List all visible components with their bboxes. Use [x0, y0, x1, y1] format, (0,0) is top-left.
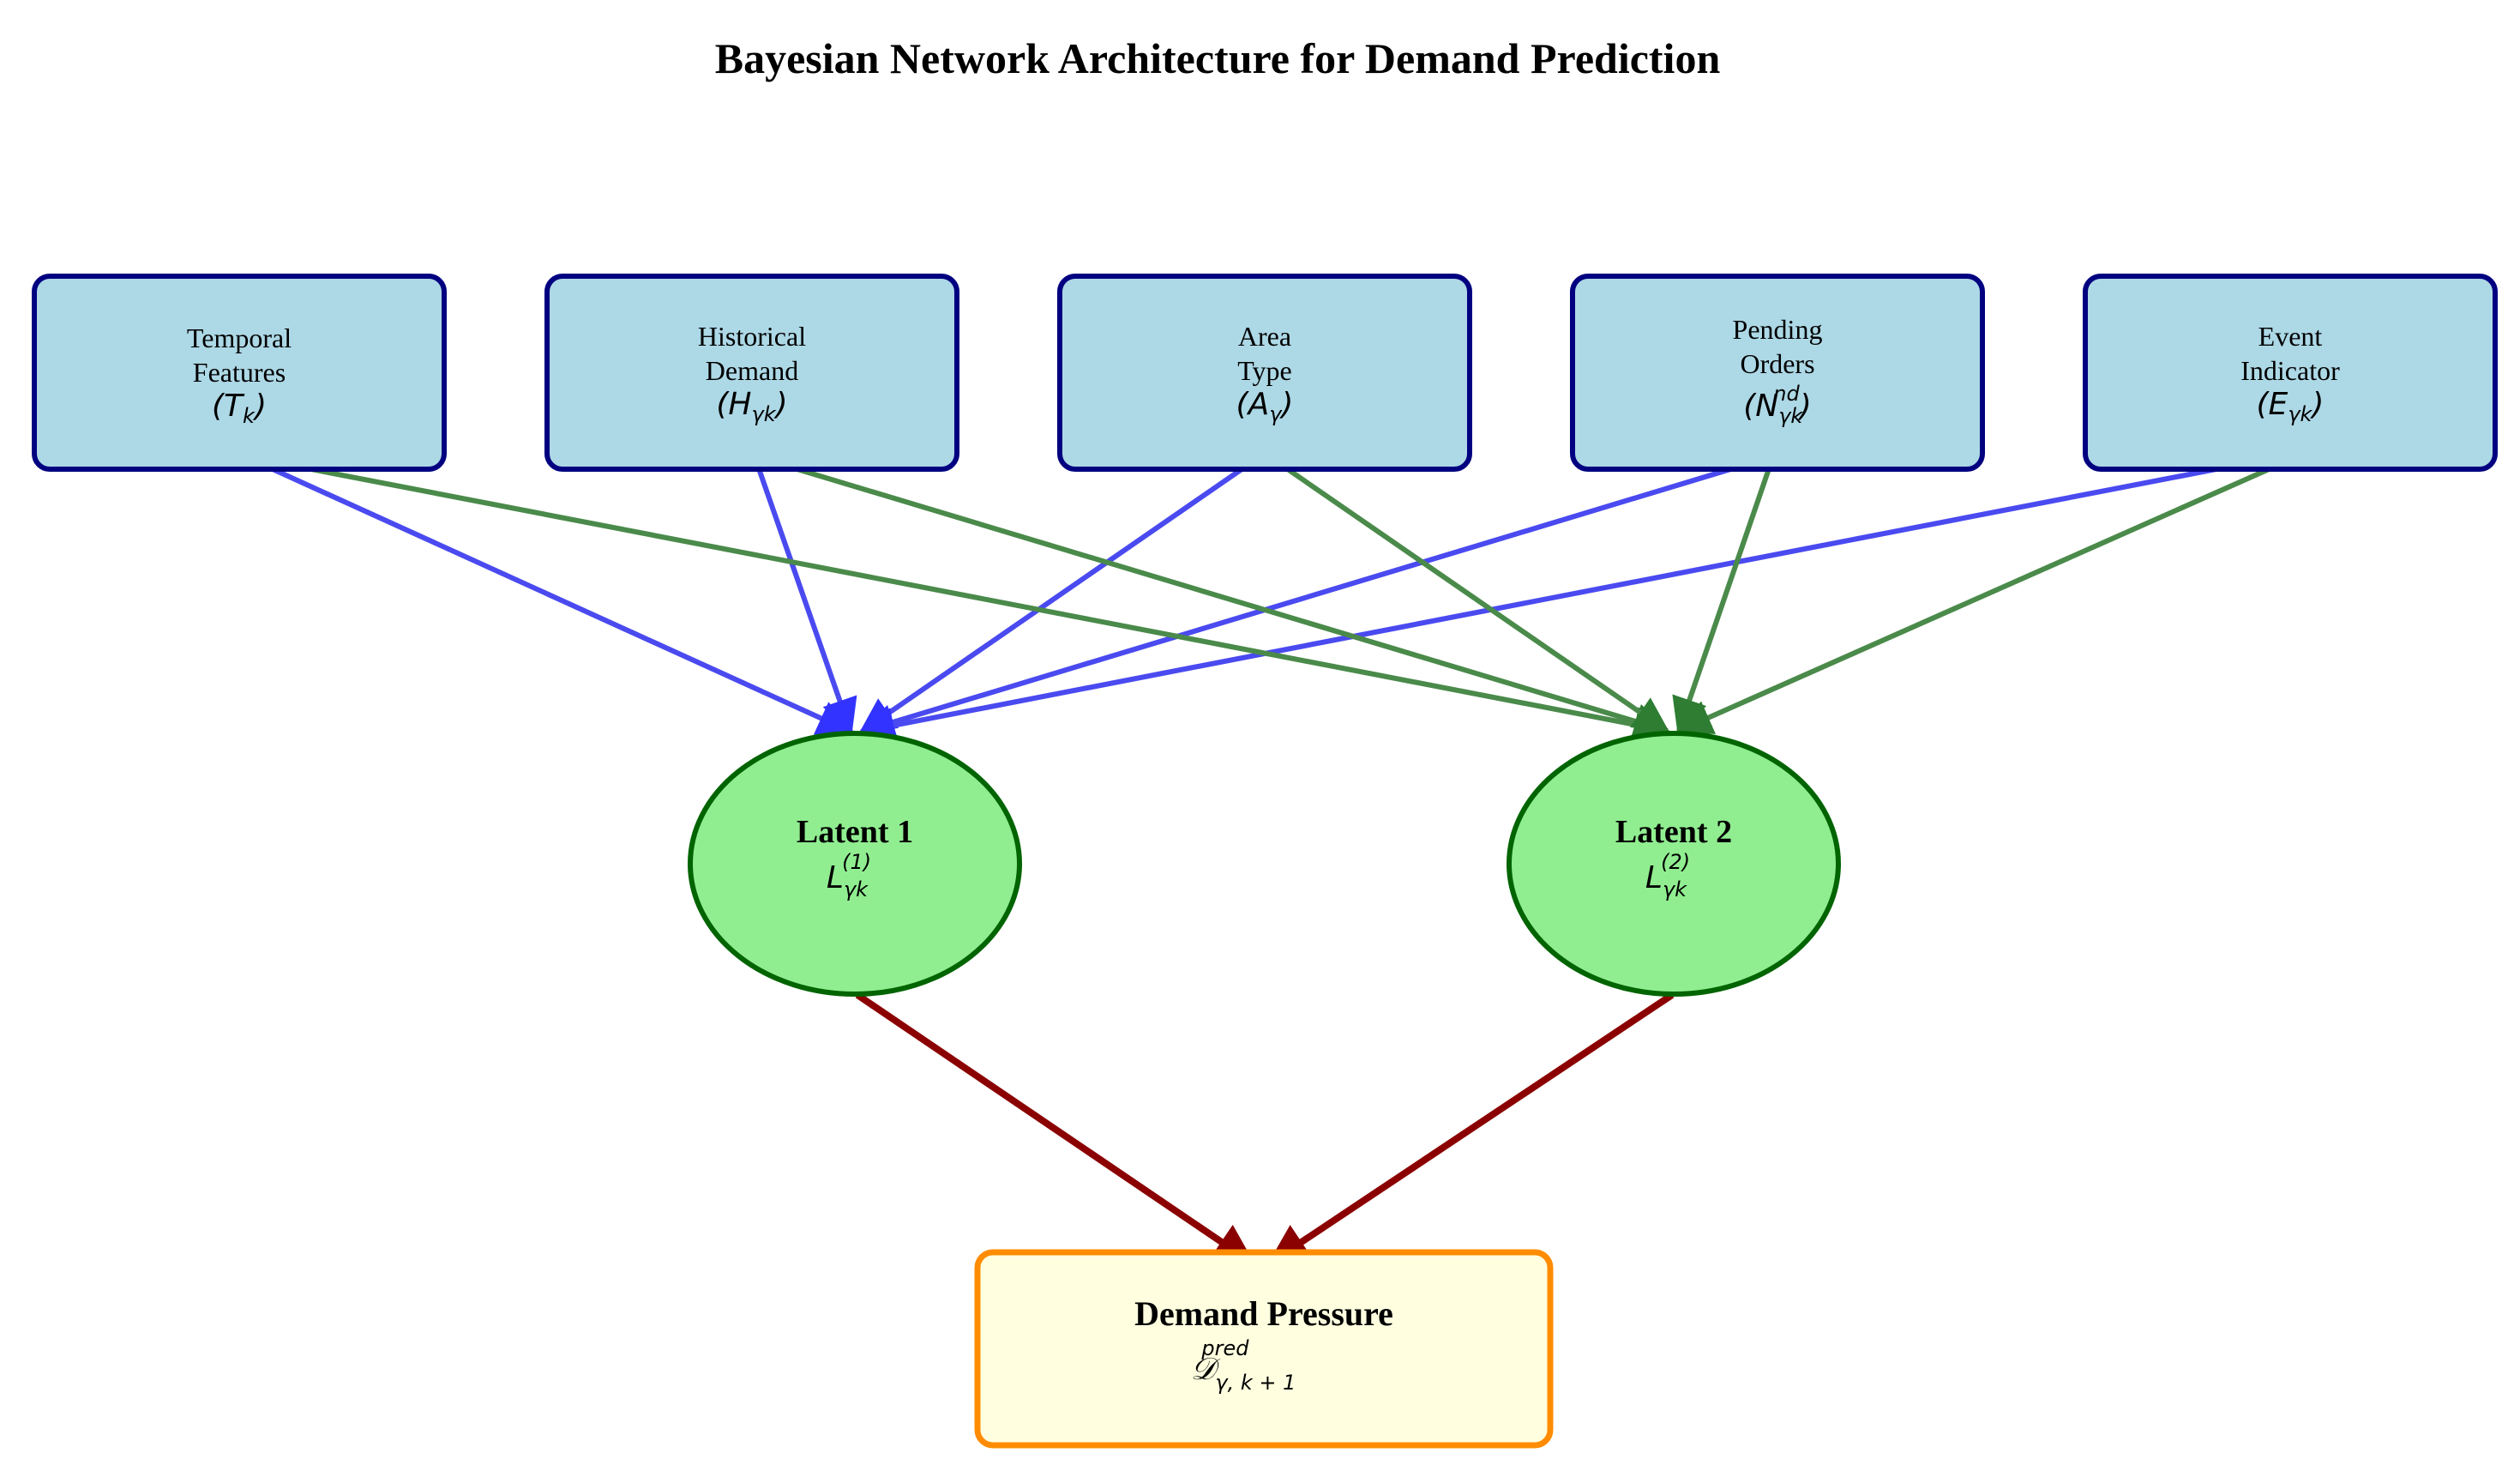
edge-event-to-latent2 — [1675, 461, 2284, 734]
input-label-line1: Event — [2258, 321, 2323, 352]
input-label-line2: Orders — [1740, 348, 1814, 379]
edge-latent1-to-output — [855, 992, 1255, 1266]
edge-temporal-to-latent2 — [244, 454, 1671, 743]
edge-event-to-latent1 — [857, 454, 2283, 744]
edge-pending-to-latent1 — [857, 454, 1774, 740]
latent-symbol: Lγk(1) — [827, 850, 871, 901]
input-symbol: (Tk) — [212, 389, 267, 428]
input-symbol: (Eγk) — [2257, 387, 2325, 426]
diagram-title: Bayesian Network Architecture for Demand… — [715, 34, 1721, 82]
edge-area-to-latent1 — [858, 454, 1262, 734]
input-node-pending: Pending Orders (Nγknd) — [1570, 274, 1985, 472]
output-label: Demand Pressure — [1134, 1294, 1393, 1333]
edges-to-latent-1 — [243, 454, 2283, 744]
edge-area-to-latent2 — [1267, 454, 1670, 733]
latent-node-1: Latent 1 Lγk(1) — [688, 731, 1022, 997]
output-symbol: 𝒟γ, k + 1pred — [1191, 1336, 1296, 1395]
input-node-event: Event Indicator (Eγk) — [2083, 274, 2498, 472]
input-label-line1: Historical — [698, 321, 806, 352]
input-node-area: Area Type (Aγ) — [1057, 274, 1472, 472]
edge-historical-to-latent1 — [752, 455, 857, 735]
input-symbol: (Aγ) — [1236, 387, 1294, 426]
input-label-line2: Demand — [706, 355, 798, 386]
latent-symbol: Lγk(2) — [1645, 850, 1690, 901]
edges-to-output — [855, 992, 1675, 1266]
output-node-demand-pressure: Demand Pressure 𝒟γ, k + 1pred — [974, 1249, 1554, 1449]
edge-pending-to-latent2 — [1672, 455, 1776, 734]
edge-historical-to-latent2 — [754, 454, 1671, 739]
latent-label: Latent 2 — [1615, 814, 1732, 850]
input-label-line1: Temporal — [187, 323, 292, 353]
input-node-temporal: Temporal Features (Tk) — [32, 274, 447, 472]
latent-node-2: Latent 2 Lγk(2) — [1507, 731, 1841, 997]
input-label-line2: Features — [193, 357, 286, 388]
edge-temporal-to-latent1 — [243, 454, 854, 735]
latent-label: Latent 1 — [797, 814, 913, 850]
input-label-line1: Area — [1238, 321, 1291, 352]
input-label-line2: Indicator — [2240, 355, 2340, 386]
input-node-historical: Historical Demand (Hγk) — [544, 274, 959, 472]
edges-to-latent-2 — [244, 454, 2284, 743]
input-symbol: (Nγknd) — [1743, 382, 1812, 428]
input-symbol: (Hγk) — [716, 387, 787, 426]
input-label-line2: Type — [1237, 355, 1292, 386]
edge-latent2-to-output — [1267, 992, 1675, 1266]
input-label-line1: Pending — [1733, 314, 1823, 345]
